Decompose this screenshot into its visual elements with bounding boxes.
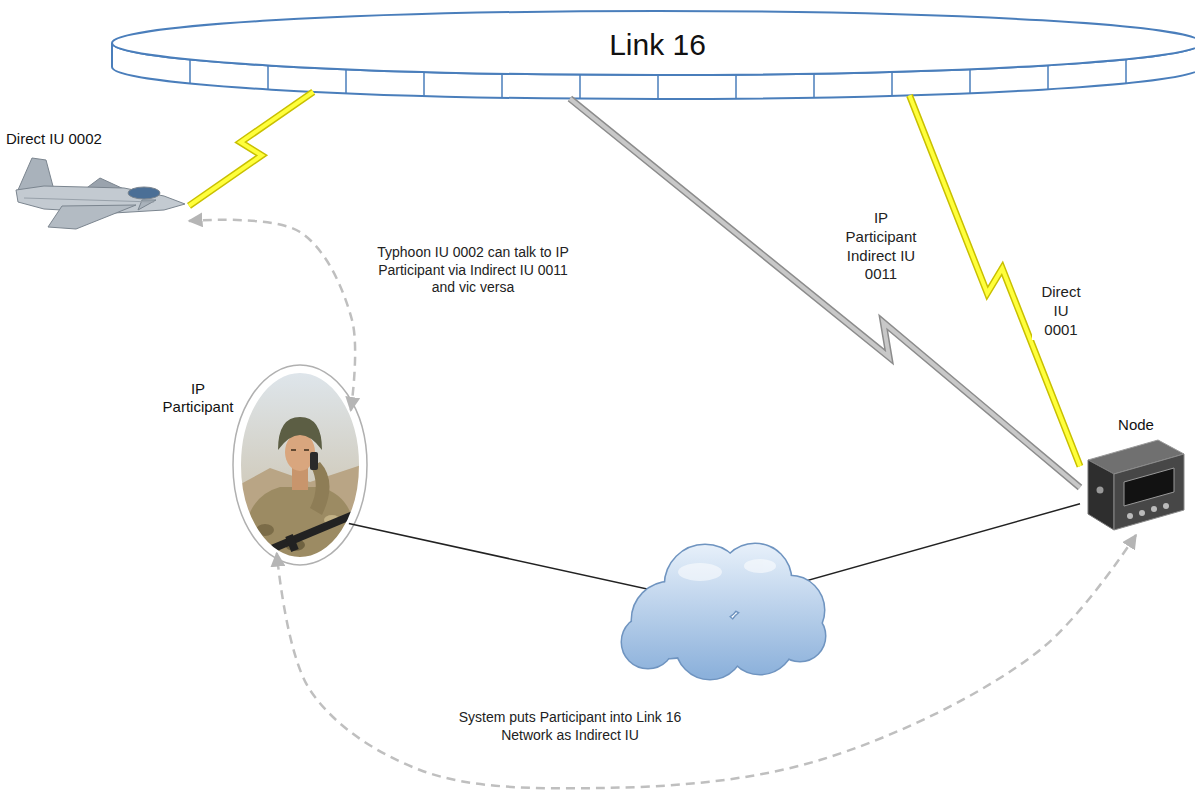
node-text: Direct IU 0002 <box>6 130 102 148</box>
dashed-arrow <box>277 535 1136 788</box>
label-box: System puts Participant into Link 16 Net… <box>440 708 700 745</box>
soldier-photo-part-part <box>230 462 370 570</box>
radio-device-part <box>1088 460 1114 530</box>
connector-path <box>189 220 355 411</box>
soldier-photo-part-part <box>310 452 318 470</box>
typhoon-jet <box>16 158 185 229</box>
node-text: Link 16 <box>609 27 706 63</box>
datalink-bolt <box>909 95 1080 466</box>
typhoon-jet-part <box>24 198 154 202</box>
ring-segment-part <box>345 69 347 93</box>
cloud-highlight <box>678 559 776 581</box>
radio-device-part <box>1097 487 1104 494</box>
radio-device <box>1088 440 1184 530</box>
radio-device-part <box>1127 513 1133 519</box>
bolt-core <box>570 99 1080 488</box>
ring-segment-part <box>501 74 503 98</box>
ring-segment-part <box>891 72 893 96</box>
label-box: Typhoon IU 0002 can talk to IP Participa… <box>368 243 578 298</box>
soldier-photo-part-part <box>230 365 370 570</box>
typhoon-jet-part <box>18 158 54 190</box>
aircraft-node: Direct IU 0002 <box>4 128 189 236</box>
soldier-photo <box>230 365 370 570</box>
ring-segment-part <box>657 75 659 99</box>
node-text: Node <box>1118 416 1154 434</box>
radio-device-part <box>1151 506 1157 512</box>
edge-label: Direct IU 0001 <box>1032 282 1090 340</box>
link16-ring-part <box>112 11 1195 75</box>
cloud-fill-part <box>676 611 744 679</box>
soldier-photo-part-part <box>291 449 296 451</box>
link16-ring <box>112 11 1195 99</box>
cloud-fill <box>622 544 825 679</box>
cloud-outline-part <box>676 611 744 679</box>
soldier-photo-part <box>230 365 370 570</box>
edge-label: IP Participant Indirect IU 0011 <box>835 208 927 285</box>
soldier-photo-part-part <box>292 468 308 490</box>
bolt-outline <box>570 99 1080 488</box>
radio-device-part <box>1139 510 1145 516</box>
cloud-fill-part <box>775 611 825 661</box>
radio-device-part <box>1124 468 1174 506</box>
ring-segment-part <box>969 69 971 93</box>
participant-oval: IP Participant <box>160 370 365 570</box>
ring-segment-part <box>189 60 191 84</box>
soldier-photo-part <box>238 370 362 560</box>
connector-group <box>189 92 1136 788</box>
label-box: Direct IU 0001 <box>1032 282 1090 340</box>
ring-segment-part <box>1125 59 1127 83</box>
ring-segment-part <box>267 65 269 89</box>
ring-segment-part <box>735 75 737 99</box>
dashed-arrow <box>189 220 355 411</box>
ring-segment-part <box>813 74 815 98</box>
cloud-highlight-part <box>678 563 722 581</box>
soldier-photo-part-part <box>285 534 298 552</box>
node-text: IP Participant <box>160 380 236 416</box>
soldier-photo-part-part <box>250 510 365 558</box>
typhoon-jet-part <box>128 187 160 199</box>
label-box: IP Participant Indirect IU 0011 <box>835 208 927 285</box>
soldier-photo-part-part <box>335 547 349 557</box>
link16-ring: Link 16 <box>120 5 1195 105</box>
bolt-core <box>909 95 1080 466</box>
soldier-photo-part-part <box>304 449 309 451</box>
cloud-outline-part <box>775 611 825 661</box>
datalink-bolt <box>570 99 1080 488</box>
bolt-outline <box>909 95 1080 466</box>
ring-segment-part <box>1047 65 1049 89</box>
cloud-outline <box>622 544 825 679</box>
radio-device-part <box>1163 503 1169 509</box>
connector-path <box>277 535 1136 788</box>
radio-device-part <box>1114 454 1184 530</box>
soldier-photo-part-part <box>278 417 322 450</box>
edge-label: Typhoon IU 0002 can talk to IP Participa… <box>368 243 578 298</box>
cloud-highlight-part <box>744 559 776 573</box>
ring-segment-part <box>579 75 581 99</box>
datalink-bolt <box>189 92 313 206</box>
bolt-core <box>189 92 313 206</box>
edge-label: System puts Participant into Link 16 Net… <box>440 708 700 745</box>
typhoon-jet-part <box>48 205 136 229</box>
cloud-fill-part <box>622 616 674 668</box>
radio-node: Node <box>1080 410 1192 535</box>
ring-segment <box>190 59 1126 99</box>
cloud-outline-part <box>622 616 674 668</box>
ring-segment-part <box>423 72 425 96</box>
bolt-outline <box>189 92 313 206</box>
